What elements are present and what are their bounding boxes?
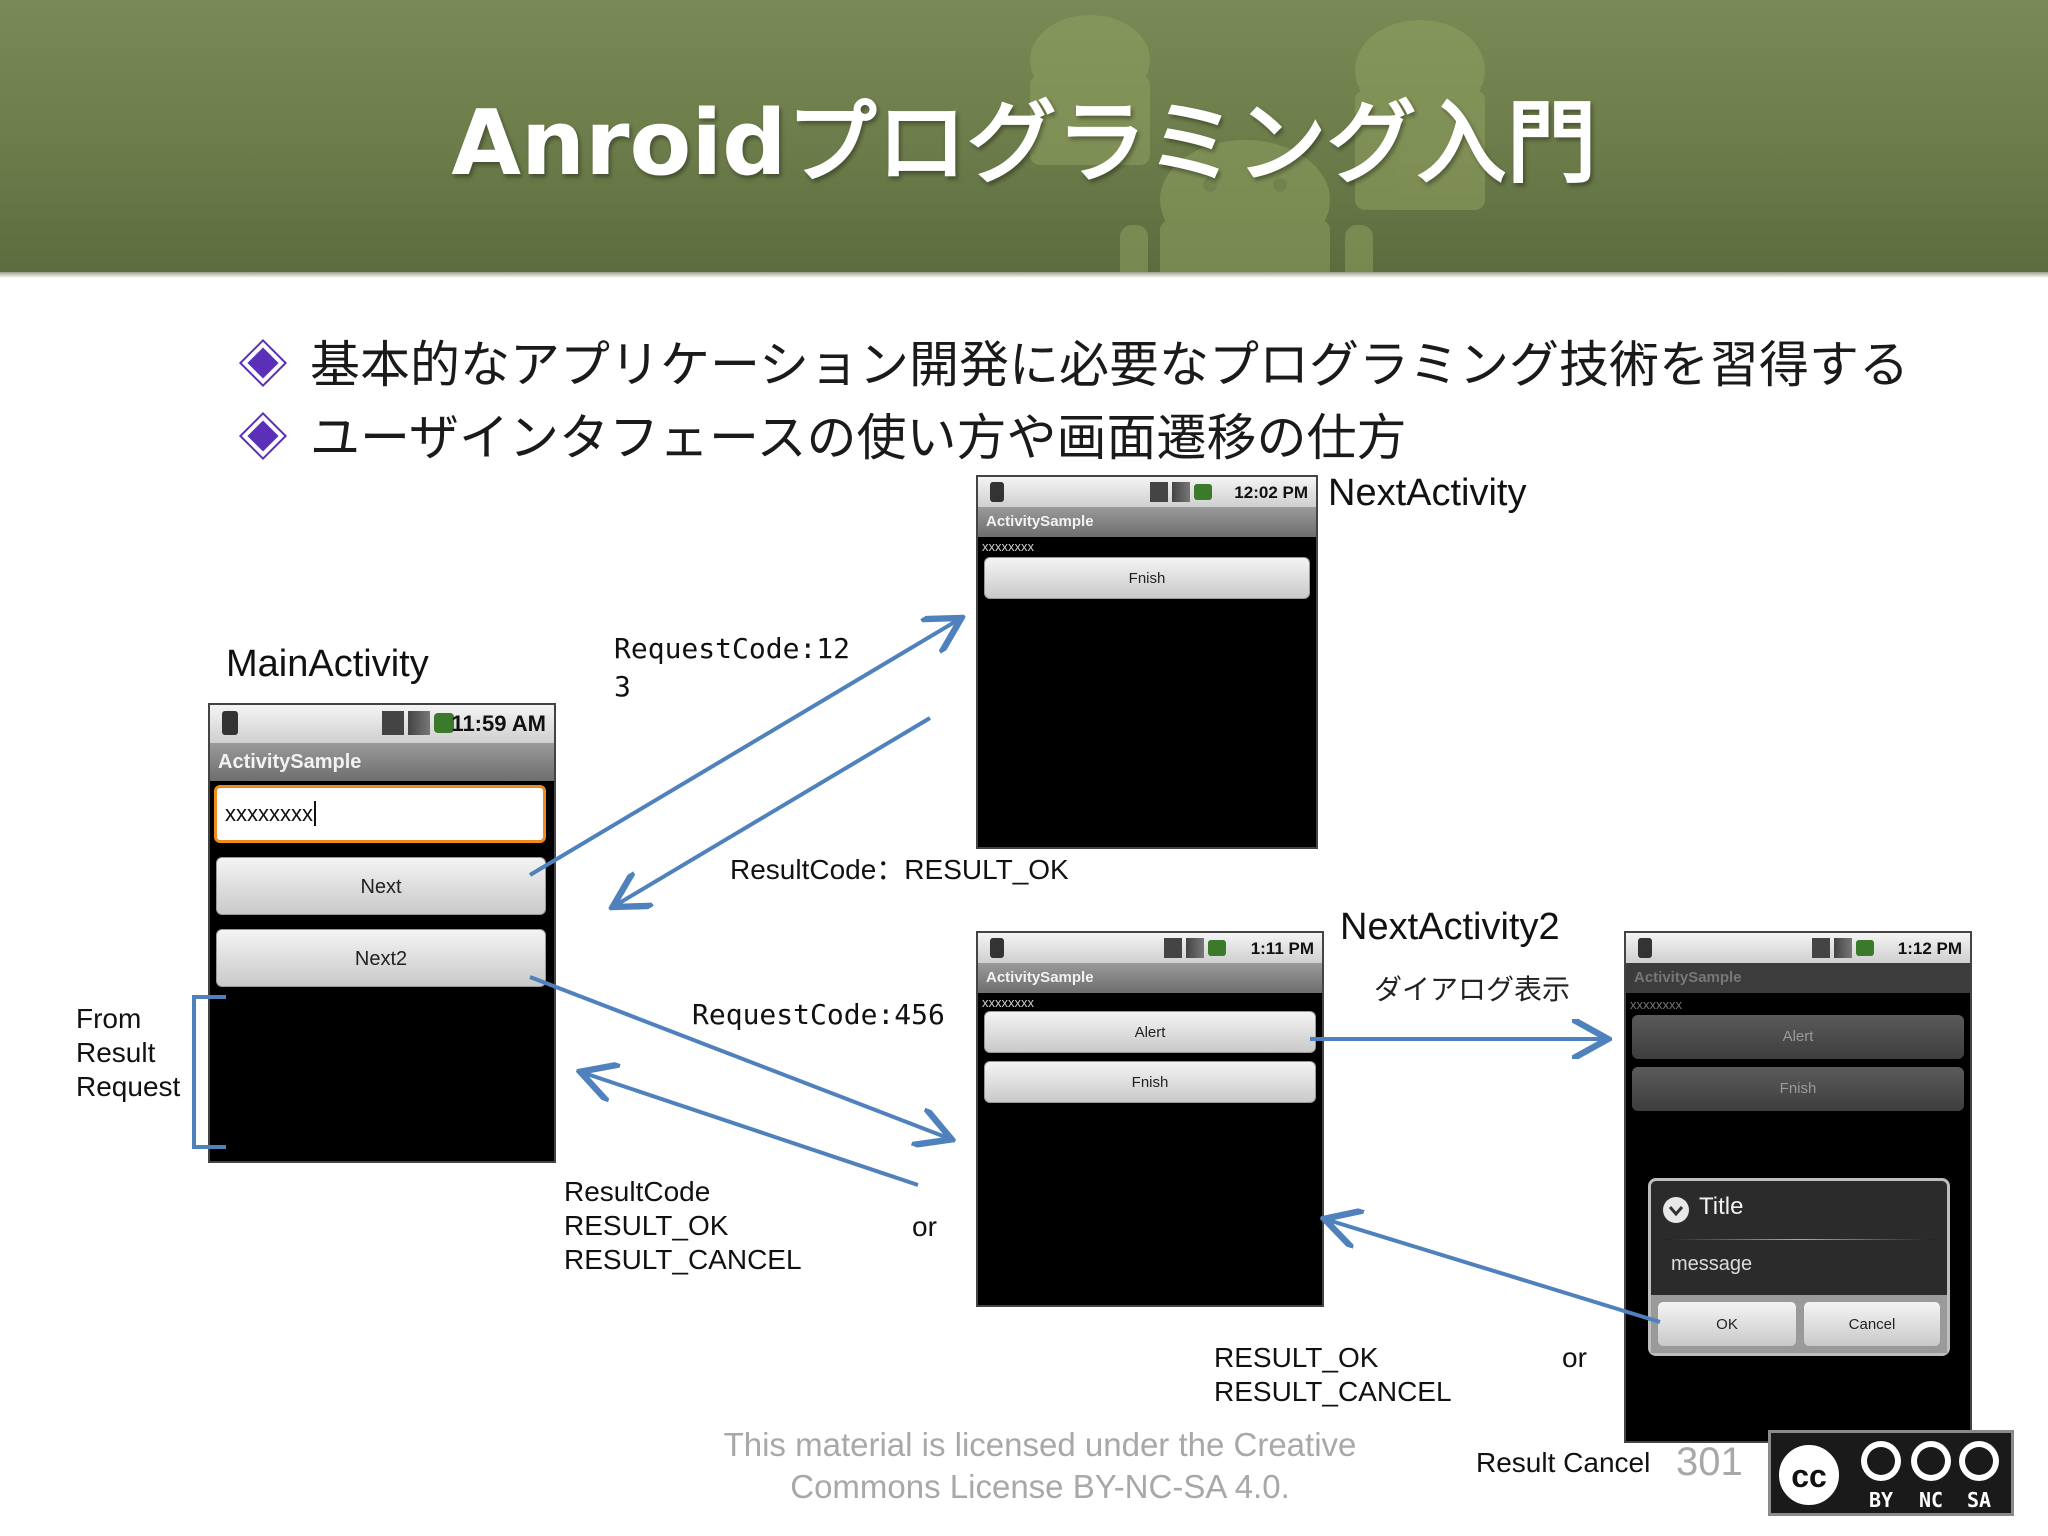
result-cancel-label: RESULT_CANCEL — [564, 1244, 802, 1275]
result-cancel-note: Result Cancel — [1476, 1447, 1651, 1478]
result-code-label: ResultCode — [564, 1176, 711, 1207]
cc-by-nc-sa-icon: cc — [1771, 1433, 2011, 1513]
alert-button-dimmed: Alert — [1632, 1015, 1964, 1059]
bullet-2: ユーザインタフェースの使い方や画面遷移の仕方 — [240, 398, 1407, 470]
from-label: From — [76, 1003, 142, 1034]
bullet-1: 基本的なアプリケーション開発に必要なプログラミング技術を習得する — [240, 325, 1909, 397]
license-line-1: This material is licensed under the Crea… — [723, 1426, 1357, 1463]
cc-license-badge: cc BY NC SA — [1768, 1430, 2014, 1516]
next-activity2-screen: 1:11 PM ActivitySample xxxxxxxx Alert Fn… — [976, 931, 1324, 1307]
next-activity-label: NextActivity — [1328, 472, 1527, 514]
sd-card-icon — [222, 711, 238, 735]
license-text: This material is licensed under the Crea… — [660, 1424, 1420, 1508]
status-time: 1:11 PM — [1250, 939, 1314, 958]
3g-icon — [1150, 482, 1168, 502]
result-ok-label-2: RESULT_OK — [1214, 1342, 1379, 1373]
result-label: Result — [76, 1037, 156, 1068]
3g-icon — [1164, 938, 1182, 958]
license-line-2: Commons License BY-NC-SA 4.0. — [790, 1468, 1290, 1505]
battery-icon — [1194, 484, 1212, 500]
app-title-bar: ActivitySample — [978, 507, 1316, 537]
signal-icon — [408, 711, 430, 735]
bracket-from-result-request — [192, 995, 226, 1149]
slide-title: Anroidプログラミング入門 — [451, 91, 1597, 196]
page-number: 301 — [1676, 1440, 1743, 1484]
next2-button[interactable]: Next2 — [216, 929, 546, 987]
main-activity-screen: 11:59 AM ActivitySample xxxxxxxx Next Ne… — [208, 703, 556, 1163]
status-bar: 12:02 PM — [978, 477, 1316, 508]
signal-icon — [1834, 938, 1852, 958]
next-button[interactable]: Next — [216, 857, 546, 915]
sd-card-icon — [990, 938, 1004, 958]
finish-button[interactable]: Fnish — [984, 1061, 1316, 1103]
cancel-button[interactable]: Cancel — [1803, 1301, 1941, 1347]
slide-header: Anroidプログラミング入門 — [0, 0, 2048, 272]
alert-button[interactable]: Alert — [984, 1011, 1316, 1053]
arrow-result-ok — [616, 716, 932, 905]
result-ok-label: RESULT_OK — [564, 1210, 729, 1241]
request-label: Request — [76, 1071, 181, 1102]
or-label-1: or — [912, 1211, 937, 1242]
app-title-bar: ActivitySample — [1626, 963, 1970, 993]
status-bar: 11:59 AM — [210, 705, 554, 744]
finish-button[interactable]: Fnish — [984, 557, 1310, 599]
3g-icon — [382, 711, 404, 735]
arrow-dialog-result — [1328, 1220, 1661, 1324]
ok-button[interactable]: OK — [1657, 1301, 1797, 1347]
alert-dialog: Title message OK Cancel — [1648, 1178, 1950, 1356]
status-time: 1:12 PM — [1897, 939, 1962, 958]
dialog-screen: 1:12 PM ActivitySample xxxxxxxx Alert Fn… — [1624, 931, 1972, 1443]
arrow-request-123 — [528, 620, 958, 877]
request-code-123-label-line2: 3 — [614, 670, 631, 703]
cc-sa-text: SA — [1967, 1488, 1992, 1512]
battery-icon — [434, 713, 454, 733]
screen-text: xxxxxxxx — [982, 539, 1034, 554]
finish-button-dimmed: Fnish — [1632, 1067, 1964, 1111]
bullet-2-text: ユーザインタフェースの使い方や画面遷移の仕方 — [310, 409, 1407, 467]
dialog-divider — [1663, 1239, 1935, 1240]
dialog-display-label: ダイアログ表示 — [1374, 973, 1571, 1006]
battery-icon — [1208, 940, 1226, 956]
arrow-result-code — [584, 1073, 919, 1187]
arrow-request-456 — [529, 975, 948, 1138]
text-input[interactable]: xxxxxxxx — [214, 785, 546, 843]
screen-text: xxxxxxxx — [982, 995, 1034, 1010]
bullet-1-text: 基本的なアプリケーション開発に必要なプログラミング技術を習得する — [310, 336, 1909, 394]
result-code-ok-label: ResultCode：RESULT_OK — [730, 854, 1069, 885]
sd-card-icon — [1638, 938, 1652, 958]
next-activity2-label: NextActivity2 — [1340, 906, 1560, 948]
battery-icon — [1856, 940, 1874, 956]
request-code-123-label-line1: RequestCode:12 — [614, 632, 851, 665]
3g-icon — [1812, 938, 1830, 958]
app-title-bar: ActivitySample — [210, 743, 554, 781]
dialog-message: message — [1671, 1253, 1753, 1275]
text-input-value: xxxxxxxx — [225, 801, 313, 826]
dialog-title: Title — [1699, 1193, 1744, 1220]
signal-icon — [1172, 482, 1190, 502]
screen-text: xxxxxxxx — [1630, 997, 1682, 1012]
sd-card-icon — [990, 482, 1004, 502]
status-time: 12:02 PM — [1234, 483, 1308, 502]
status-time: 11:59 AM — [451, 711, 546, 736]
next-activity-screen: 12:02 PM ActivitySample xxxxxxxx Fnish — [976, 475, 1318, 849]
android-robot-decoration — [1030, 15, 1485, 272]
app-title-bar: ActivitySample — [978, 963, 1322, 993]
dialog-info-icon — [1663, 1197, 1689, 1223]
main-activity-label: MainActivity — [226, 643, 429, 685]
svg-text:cc: cc — [1791, 1458, 1827, 1494]
header-divider — [0, 272, 2048, 278]
cc-by-text: BY — [1869, 1488, 1894, 1512]
or-label-2: or — [1562, 1342, 1587, 1373]
cc-nc-text: NC — [1919, 1488, 1944, 1512]
status-bar: 1:11 PM — [978, 933, 1322, 964]
result-cancel-label-2: RESULT_CANCEL — [1214, 1376, 1452, 1407]
request-code-456-label: RequestCode:456 — [692, 998, 945, 1031]
signal-icon — [1186, 938, 1204, 958]
